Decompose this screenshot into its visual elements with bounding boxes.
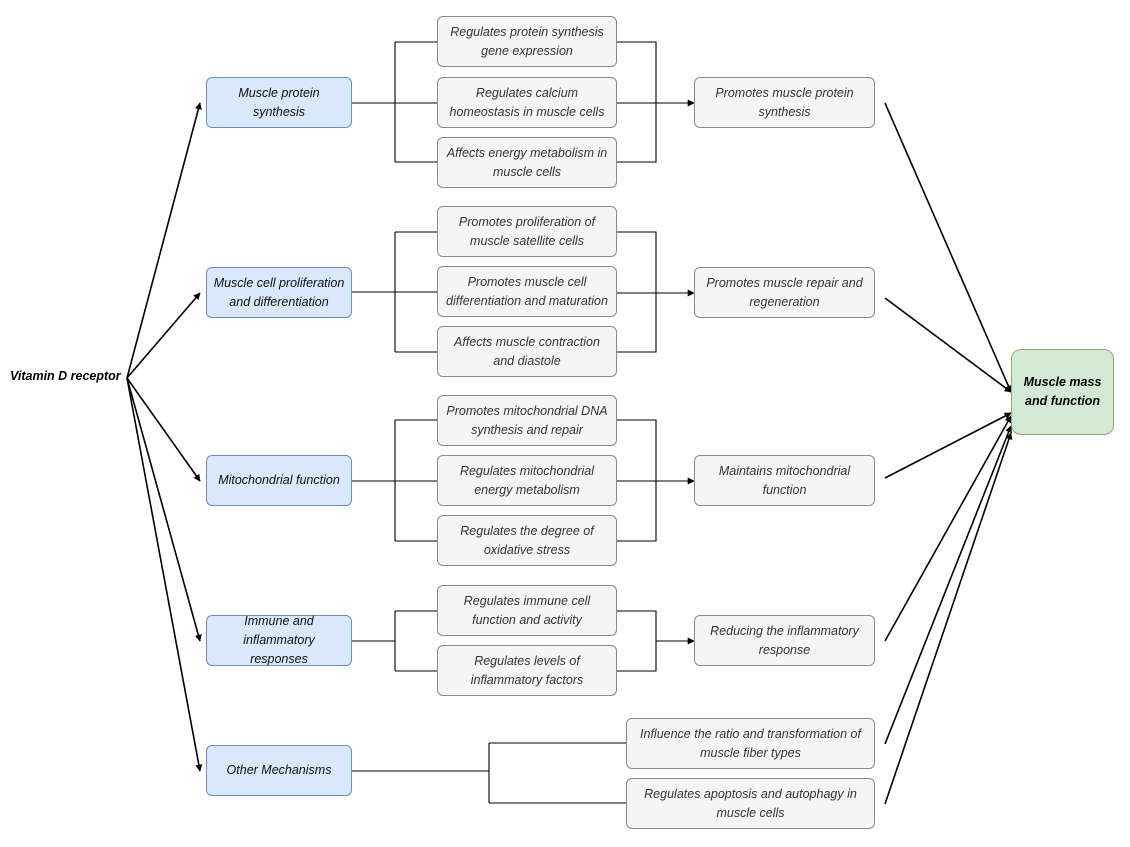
category-proliferation-differentiation: Muscle cell proliferation and differenti… xyxy=(206,267,352,318)
arrow-apoptosis-to-goal xyxy=(884,432,1013,805)
category-other-mechanisms: Other Mechanisms xyxy=(206,745,352,796)
mechanism-box: Regulates calcium homeostasis in muscle … xyxy=(437,77,617,128)
category-mitochondrial-function: Mitochondrial function xyxy=(206,455,352,506)
arrow-outcome-1-to-goal xyxy=(884,102,1012,393)
arrow-root-to-proliferation xyxy=(126,292,201,379)
mechanism-box: Affects energy metabolism in muscle cell… xyxy=(437,137,617,188)
outcome-box: Maintains mitochondrial function xyxy=(694,455,875,506)
mechanism-box: Affects muscle contraction and diastole xyxy=(437,326,617,377)
mechanism-box: Promotes proliferation of muscle satelli… xyxy=(437,206,617,257)
outcome-box: Promotes muscle protein synthesis xyxy=(694,77,875,128)
mechanism-box: Regulates protein synthesis gene express… xyxy=(437,16,617,67)
mechanism-box: Regulates levels of inflammatory factors xyxy=(437,645,617,696)
arrow-root-to-mitochondrial xyxy=(126,377,201,482)
mechanism-box: Promotes muscle cell differentiation and… xyxy=(437,266,617,317)
arrow-root-to-protein-synthesis xyxy=(126,102,202,379)
connector-protein-left xyxy=(352,41,437,163)
connector-proliferation-right xyxy=(617,231,657,353)
mechanism-box: Regulates mitochondrial energy metabolis… xyxy=(437,455,617,506)
connector-protein-right xyxy=(617,41,657,163)
mechanism-box: Regulates apoptosis and autophagy in mus… xyxy=(626,778,875,829)
connector-other xyxy=(352,742,626,804)
mechanism-box: Influence the ratio and transformation o… xyxy=(626,718,875,769)
connector-mitochondrial-left xyxy=(352,419,437,542)
outcome-box: Reducing the inflammatory response xyxy=(694,615,875,666)
arrow-outcome-3-to-goal xyxy=(884,412,1012,479)
connector-proliferation-left xyxy=(352,231,437,353)
arrow-root-to-other xyxy=(126,377,203,772)
arrow-outcome-4-to-goal xyxy=(884,415,1012,642)
arrow-root-to-immune xyxy=(126,377,202,642)
mechanism-box: Regulates immune cell function and activ… xyxy=(437,585,617,636)
category-muscle-protein-synthesis: Muscle protein synthesis xyxy=(206,77,352,128)
root-label: Vitamin D receptor xyxy=(10,369,121,383)
connector-immune-right xyxy=(617,610,657,672)
goal-muscle-mass-and-function: Muscle mass and function xyxy=(1011,349,1114,435)
connector-immune-left xyxy=(352,610,437,672)
arrow-fiber-types-to-goal xyxy=(884,425,1012,745)
arrow-outcome-2-to-goal xyxy=(884,297,1012,393)
mechanism-box: Regulates the degree of oxidative stress xyxy=(437,515,617,566)
outcome-box: Promotes muscle repair and regeneration xyxy=(694,267,875,318)
mechanism-box: Promotes mitochondrial DNA synthesis and… xyxy=(437,395,617,446)
category-immune-inflammatory: Immune and inflammatory responses xyxy=(206,614,352,666)
